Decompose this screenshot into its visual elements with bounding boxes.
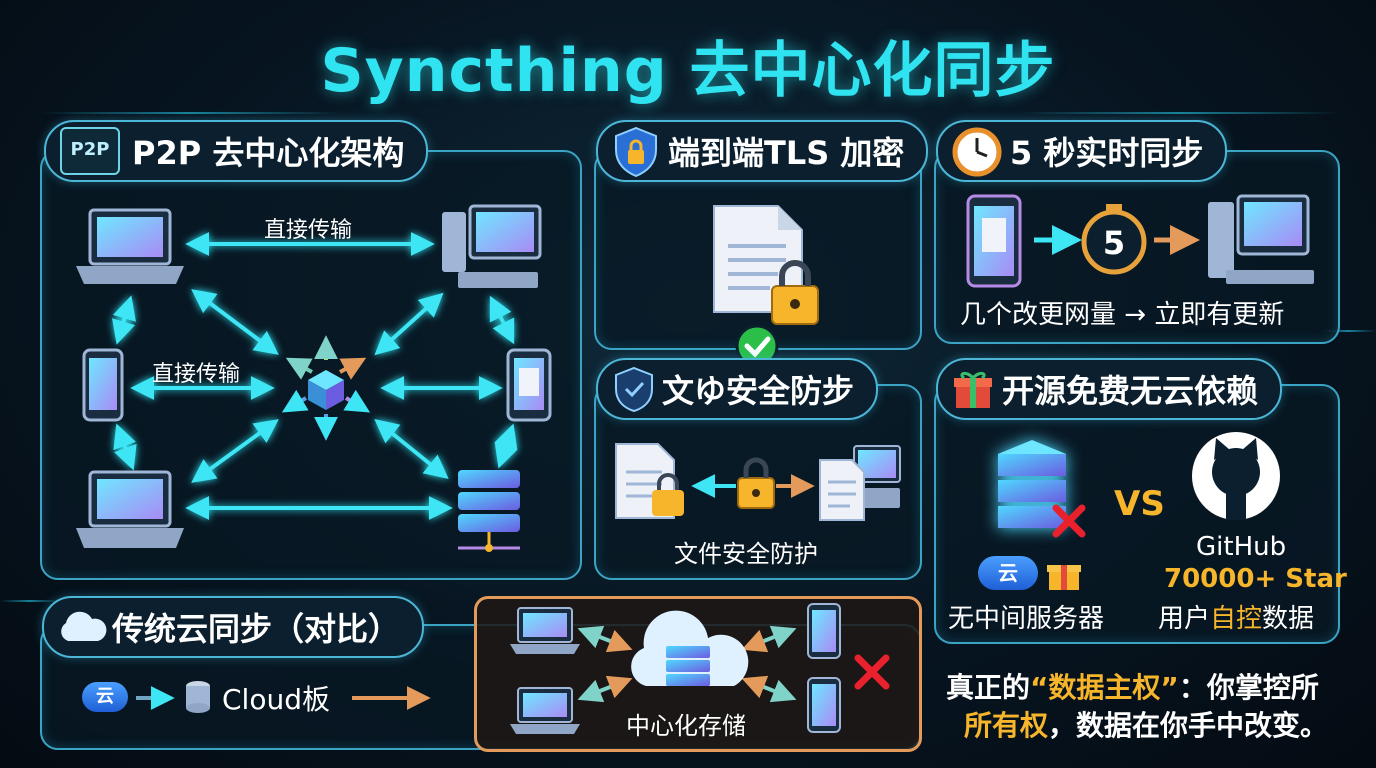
server-stack-icon <box>998 440 1066 528</box>
laptop-icon <box>76 208 184 284</box>
cloud-badge: 云 <box>978 556 1038 590</box>
filesafe-caption: 文件安全防护 <box>674 540 818 568</box>
sovereignty-highlight: 所有权 <box>964 709 1049 742</box>
phone-icon <box>807 677 841 733</box>
shield-icon <box>615 366 653 413</box>
p2p-link <box>489 295 515 345</box>
bg-streak <box>40 112 340 114</box>
traditional-heading: 传统云同步（对比） <box>112 610 401 648</box>
tablet-icon <box>506 348 552 422</box>
laptop-icon <box>76 470 184 548</box>
sovereignty-part: ，数据在你手中改变。 <box>1048 709 1329 742</box>
caption-part: 数据 <box>1262 604 1315 634</box>
encrypted-file-icon <box>713 205 819 325</box>
laptop-icon <box>510 607 580 654</box>
filesafe-heading: 文ゆ安全防步 <box>662 372 855 410</box>
p2p-heading-pill: P2P P2P 去中心化架构 <box>44 120 429 182</box>
sync-heading-pill: 5 秒实时同步 <box>936 120 1228 182</box>
x-mark-icon <box>1052 504 1086 538</box>
p2p-icon-text: P2P <box>70 139 110 160</box>
github-name: GitHub <box>1196 532 1287 562</box>
page-title: Syncthing 去中心化同步 <box>320 36 1056 106</box>
filesafe-heading-pill: 文ゆ安全防步 <box>596 358 879 420</box>
sovereignty-line2: 所有权，数据在你手中改变。 <box>964 704 1328 744</box>
p2p-link <box>191 289 279 355</box>
phone-icon <box>82 348 124 422</box>
gift-icon <box>954 371 992 408</box>
p2p-icon: P2P <box>60 127 120 175</box>
p2p-label-top: 直接传输 <box>264 218 353 243</box>
gift-icon <box>1047 565 1081 590</box>
traditional-flow-label: Cloud板 <box>222 683 330 716</box>
p2p-heading: P2P 去中心化架构 <box>132 134 405 172</box>
opensource-left-caption: 无中间服务器 <box>948 604 1105 634</box>
central-link <box>577 675 633 703</box>
p2p-link <box>112 295 136 345</box>
sovereignty-part: 真正的 <box>946 671 1031 704</box>
sovereignty-highlight: “数据主权” <box>1030 671 1179 704</box>
cloud-badge: 云 <box>82 682 128 712</box>
traditional-flow <box>136 681 431 713</box>
opensource-heading: 开源免费无云依赖 <box>1002 372 1259 410</box>
p2p-link <box>374 418 449 480</box>
p2p-link <box>113 423 137 471</box>
lock-icon <box>737 457 775 509</box>
bg-streak <box>0 600 60 602</box>
phone-icon <box>807 603 841 659</box>
file-lock-icon <box>615 443 684 519</box>
desktop-icon <box>1208 194 1314 284</box>
cloud-icon <box>61 611 107 641</box>
database-icon <box>186 681 210 713</box>
stopwatch-icon <box>1081 204 1147 275</box>
laptop-icon <box>510 687 580 734</box>
sync-heading: 5 秒实时同步 <box>1010 134 1204 172</box>
github-stars: 70000+ Star <box>1164 564 1347 594</box>
bg-streak <box>1320 330 1376 332</box>
sovereignty-part: ：你掌控所 <box>1178 671 1319 704</box>
x-mark-icon <box>854 654 890 690</box>
bg-streak <box>1020 112 1340 114</box>
traditional-heading-pill: 传统云同步（对比） <box>42 596 425 658</box>
phone-icon <box>966 194 1022 288</box>
opensource-diagram <box>998 432 1280 538</box>
shield-lock-icon <box>615 126 657 178</box>
opensource-right-caption: 用户自控数据 <box>1158 598 1314 635</box>
caption-highlight: 自控 <box>1210 604 1263 634</box>
central-link <box>741 675 797 703</box>
caption-part: 用户 <box>1158 604 1211 634</box>
sovereignty-line1: 真正的“数据主权”：你掌控所 <box>946 666 1319 706</box>
sync-caption: 几个改更网量 → 立即有更新 <box>960 300 1285 330</box>
hub-cube-icon <box>281 335 371 441</box>
vs-label: VS <box>1114 484 1165 524</box>
central-link <box>577 625 633 653</box>
p2p-link <box>374 292 444 356</box>
tls-heading-pill: 端到端TLS 加密 <box>596 120 929 182</box>
p2p-link <box>191 419 279 483</box>
filesafe-diagram <box>615 443 901 521</box>
p2p-link <box>494 423 518 469</box>
server-icon <box>458 470 520 552</box>
central-link <box>741 625 797 653</box>
timer-value: 5 <box>1103 224 1125 262</box>
file-desktop-icon <box>819 445 901 521</box>
opensource-heading-pill: 开源免费无云依赖 <box>936 358 1283 420</box>
p2p-label-mid: 直接传输 <box>152 362 241 387</box>
tls-heading: 端到端TLS 加密 <box>668 134 905 172</box>
centralized-diagram <box>510 603 890 734</box>
clock-icon <box>952 127 1002 177</box>
cloud-server-icon <box>631 610 749 686</box>
centralized-label: 中心化存储 <box>626 712 746 740</box>
desktop-icon <box>442 204 542 288</box>
github-icon <box>1192 432 1280 520</box>
sync-diagram: 5 <box>966 194 1314 288</box>
